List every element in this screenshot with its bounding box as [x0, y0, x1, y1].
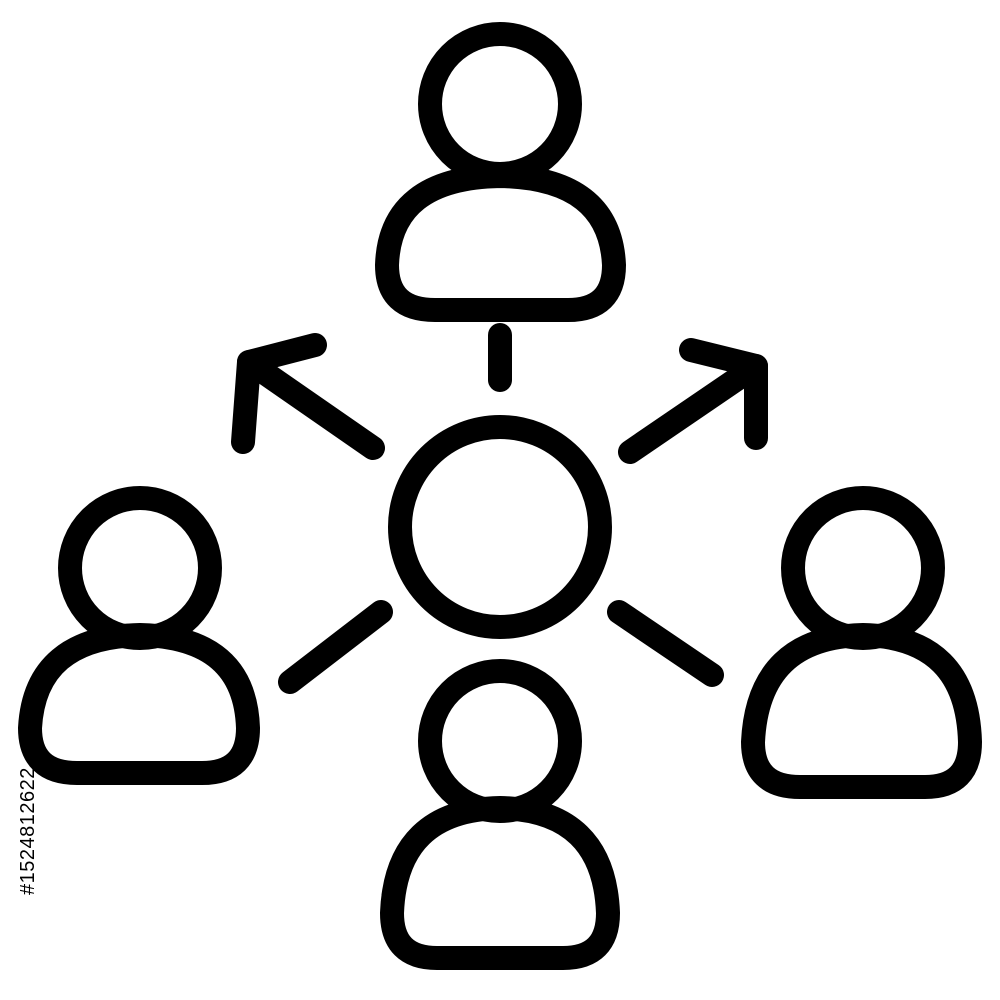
arrow-up-left-icon: [231, 333, 385, 460]
center-circle-icon: [388, 415, 612, 639]
watermark-id: #1524812622: [17, 767, 39, 895]
person-bottom-icon: [380, 659, 620, 970]
person-left-icon: [18, 486, 260, 785]
person-top-icon: [375, 22, 626, 322]
person-right-icon: [741, 486, 982, 799]
connector-line-right: [607, 600, 724, 687]
arrow-up-right-icon: [618, 338, 768, 464]
connector-line-left: [278, 600, 393, 694]
